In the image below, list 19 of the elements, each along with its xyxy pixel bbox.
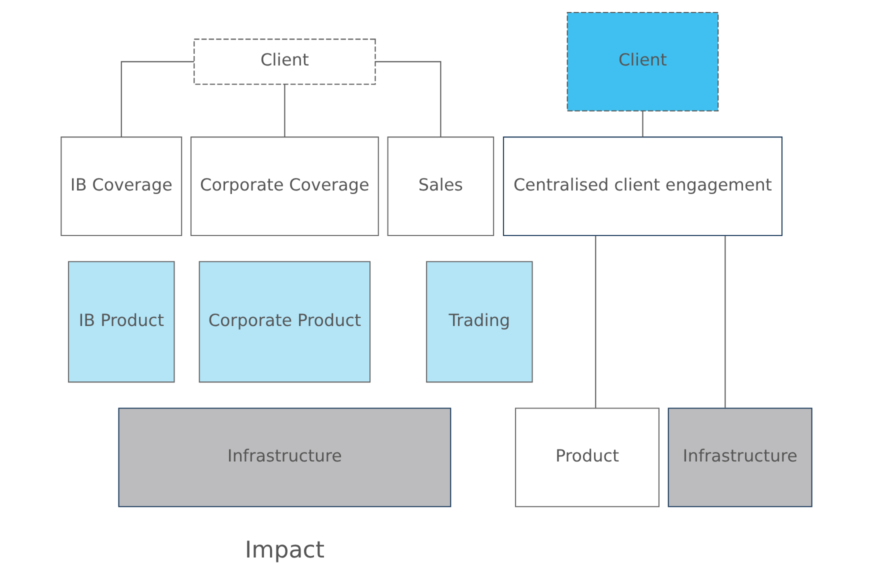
node-box: Centralised client engagement [502,136,782,236]
node-box: Trading [426,261,532,383]
connector [120,61,194,138]
node-box: Corporate Coverage [190,136,378,236]
connector [594,236,596,408]
node-box: Infrastructure [118,408,451,508]
node-box: IB Product [68,261,174,383]
node-box: IB Coverage [60,136,182,236]
label: Impact [244,538,324,564]
node-box: Client [193,38,376,85]
node-box: Infrastructure [667,408,812,508]
node-box: Client [566,12,718,112]
connector [724,236,726,408]
node-box: Corporate Product [198,261,370,383]
connector [374,61,441,138]
node-box: Product [514,408,659,508]
connector [284,84,285,138]
node-box: Sales [386,136,494,236]
connector [642,110,643,137]
